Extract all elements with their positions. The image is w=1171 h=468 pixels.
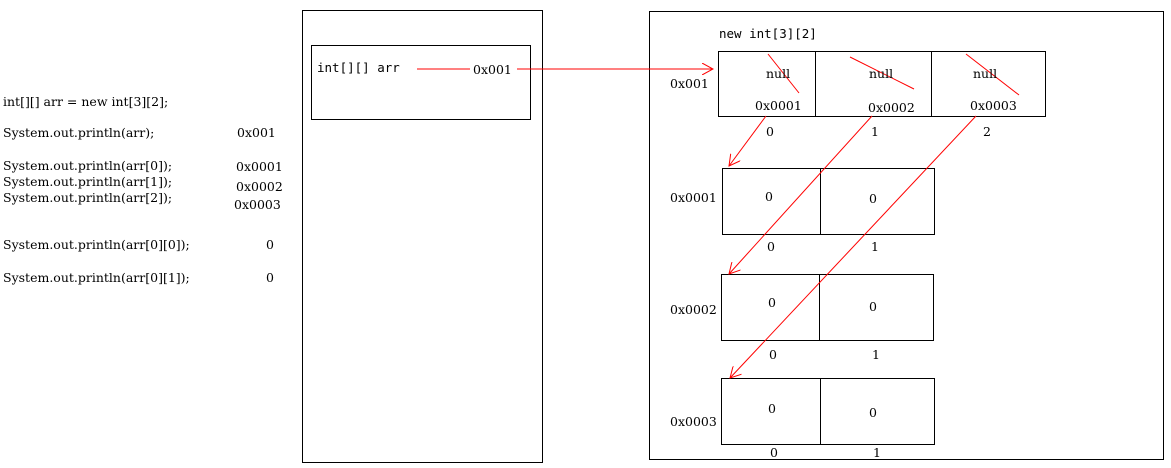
code-output: 0x001 [237,125,276,140]
outer-cell-old-value: null [973,66,998,81]
code-declaration: int[][] arr = new int[3][2]; [3,94,169,109]
code-output: 0 [266,237,274,252]
code-output: 0x0003 [234,197,281,212]
inner-array-box-0 [722,168,935,235]
inner-cell-value: 0 [869,299,877,314]
outer-cell-index: 0 [766,124,774,139]
code-statement: System.out.println(arr[0]); [3,158,173,173]
arrow-cell0-to-inner0 [729,115,767,166]
inner-array-address: 0x0003 [670,414,717,429]
outer-array-address: 0x001 [670,76,709,91]
outer-cell-new-value: 0x0003 [970,98,1017,113]
strike-null-0 [767,53,800,94]
inner-cell-value: 0 [768,401,776,416]
outer-cell-index: 1 [871,124,879,139]
outer-array-box [718,51,1046,117]
inner-cell-value: 0 [765,189,773,204]
arrow-cell2-to-inner2 [730,115,977,378]
inner-cell-index: 0 [767,239,775,254]
inner-array-box-1 [721,274,934,341]
stack-variable-label: int[][] arr [317,60,400,75]
inner-array-address: 0x0002 [670,302,717,317]
outer-cell-old-value: null [869,66,894,81]
inner-cell-index: 1 [873,445,881,460]
code-output: 0x0001 [236,159,283,174]
stack-variable-value: 0x001 [473,62,512,77]
code-statement: System.out.println(arr[0][1]); [3,270,190,285]
code-statement: System.out.println(arr); [3,125,155,140]
stack-variable-box [311,45,531,120]
code-statement: System.out.println(arr[2]); [3,190,173,205]
inner-array-address: 0x0001 [670,190,717,205]
code-output: 0 [266,270,274,285]
heap-panel [649,11,1164,460]
code-statement: System.out.println(arr[0][0]); [3,237,190,252]
stack-panel [302,10,543,463]
heap-new-label: new int[3][2] [719,26,817,41]
arrow-cell1-to-inner1 [729,115,873,274]
inner-cell-index: 1 [872,347,880,362]
inner-cell-index: 0 [770,445,778,460]
outer-cell-old-value: null [766,66,791,81]
inner-cell-value: 0 [869,405,877,420]
strike-null-2 [965,53,1020,96]
inner-array-box-2 [721,378,935,445]
inner-cell-value: 0 [869,191,877,206]
inner-cell-index: 1 [871,239,879,254]
outer-cell-new-value: 0x0002 [868,100,915,115]
code-statement: System.out.println(arr[1]); [3,174,173,189]
inner-cell-index: 0 [769,347,777,362]
inner-cell-value: 0 [768,295,776,310]
outer-cell-index: 2 [983,124,991,139]
code-output: 0x0002 [236,179,283,194]
outer-cell-new-value: 0x0001 [755,98,802,113]
strike-null-1 [849,56,915,90]
